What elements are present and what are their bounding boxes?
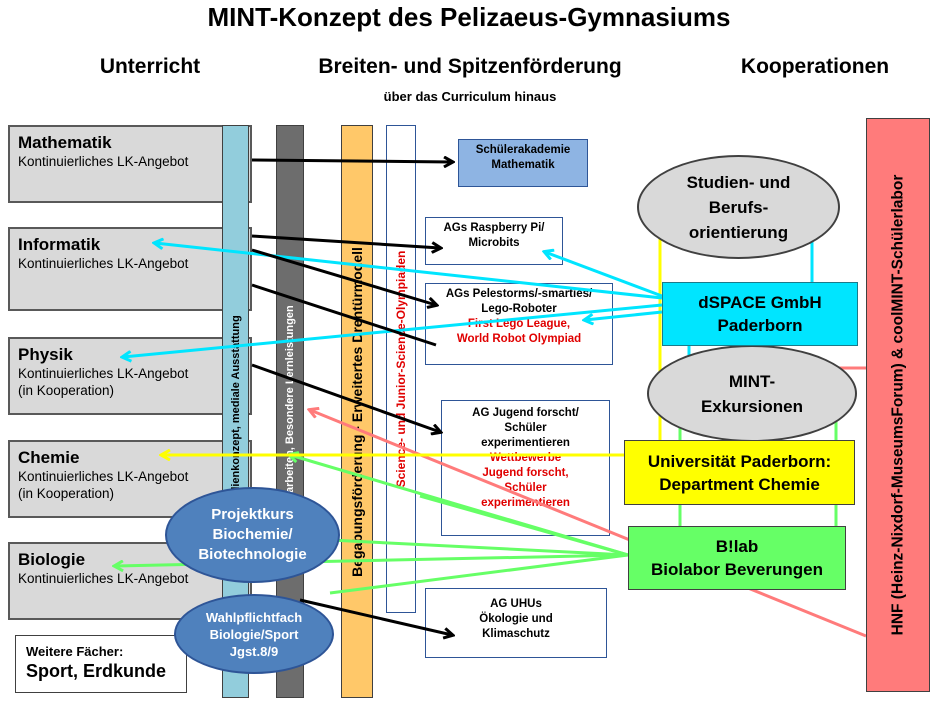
activity-jugend-forscht: AG Jugend forscht/ Schüler experimentier… [441,400,610,536]
page-title: MINT-Konzept des Pelizaeus-Gymnasiums [207,2,731,32]
ellipse-projektkurs: Projektkurs Biochemie/ Biotechnologie [165,487,340,583]
partner-universitaet-paderborn: Universität Paderborn: Department Chemie [624,440,855,505]
subject-name: Physik [18,345,73,364]
activity-line: AGs Pelestorms/-smarties/ [445,288,593,300]
ellipse-wahlpflichtfach: Wahlpflichtfach Biologie/Sport Jgst.8/9 [174,594,334,674]
ellipse-line: Studien- und [686,172,791,192]
ellipse-line: MINT- [728,371,776,391]
subject-desc: Kontinuierliches LK-Angebot [18,571,189,586]
activity-line: Lego-Roboter [481,303,557,315]
bar-olympiaden: Science- und Junior-Science-Olympiaden [386,125,416,613]
ellipse-line: Projektkurs [211,506,294,523]
connector-informatik-pelestorms [251,248,436,305]
subject-desc: Kontinuierliches LK-Angebot [18,154,189,169]
activity-line: AG Jugend forscht/ [472,407,579,419]
connector-dspace-raspberry [545,252,663,298]
ellipse-studien-berufsorientierung: Studien- und Berufs- orientierung [637,155,840,259]
column-header-kooperationen: Kooperationen [740,55,890,78]
partner-line: Department Chemie [659,474,820,494]
subject-name: Biologie [18,550,86,569]
activity-line: Schüler [504,422,547,434]
ellipse-line: Jgst.8/9 [229,643,279,659]
subject-physik: Physik Kontinuierliches LK-Angebot (in K… [8,337,252,415]
weitere-faecher-label: Weitere Fächer: [26,644,124,659]
partner-line: Biolabor Beverungen [651,560,823,579]
activity-line: Schüler [504,482,547,494]
ellipse-line: Wahlpflichtfach [205,609,303,625]
ellipse-line: Berufs- [708,197,769,217]
subject-name: Chemie [18,448,80,467]
bar-begabungsfoerderung: Begabungsförderung - Erweitertes Drehtür… [341,125,373,698]
partner-dspace: dSPACE GmbH Paderborn [662,282,858,346]
partner-line: dSPACE GmbH [698,293,822,312]
activity-line: Klimaschutz [482,628,550,640]
connector-blab-projektkurs [329,538,629,557]
weitere-faecher-box: Weitere Fächer: Sport, Erdkunde [15,635,187,693]
ellipse-line: Biologie/Sport [209,626,299,642]
ellipse-line: Biotechnologie [198,546,307,563]
activity-raspberry: AGs Raspberry Pi/ Microbits [425,217,563,265]
activity-line: experimentieren [481,437,570,449]
ellipse-line: orientierung [688,222,789,242]
subject-name: Informatik [18,235,101,254]
subject-name: Mathematik [18,133,112,152]
activity-schuelerakademie: Schülerakademie Mathematik [458,139,588,187]
connector-physik-jugend [251,363,440,432]
ellipse-line: Exkursionen [700,396,804,416]
column-header-foerderung: Breiten- und Spitzenförderung [318,55,622,78]
subject-informatik: Informatik Kontinuierliches LK-Angebot [8,227,252,311]
connector-informatik-raspberry [251,234,440,248]
activity-line: Ökologie und [479,613,553,625]
subject-desc: Kontinuierliches LK-Angebot [18,366,189,381]
subject-desc-extra: (in Kooperation) [18,383,115,398]
subject-mathematik: Mathematik Kontinuierliches LK-Angebot [8,125,252,203]
ellipse-line: Biochemie/ [212,526,293,543]
activity-line: Schülerakademie [475,144,571,156]
connector-mathematik-akademie [251,160,452,162]
activity-line: Mathematik [491,159,555,171]
connector-dspace-pelestorms [585,310,663,320]
subject-desc: Kontinuierliches LK-Angebot [18,256,189,271]
activity-line: AGs Raspberry Pi/ [443,222,545,234]
connector-blab-wahlpflicht [329,553,629,595]
activity-uhus: AG UHUs Ökologie und Klimaschutz [425,588,607,658]
connector-blab-jugend [419,494,629,557]
ellipse-mint-exkursionen: MINT- Exkursionen [647,345,857,442]
activity-line: World Robot Olympiad [456,333,582,345]
connector-wahlpflicht-uhus [299,598,452,635]
weitere-faecher-value: Sport, Erdkunde [26,661,167,681]
connector-hnf-facharbeiten [310,410,867,638]
column-header-unterricht: Unterricht [99,55,201,78]
activity-line: Microbits [468,237,520,249]
column-subheader-foerderung: über das Curriculum hinaus [383,89,557,104]
partner-line: B!lab [715,537,759,556]
partner-hnf-label: HNF (Heinz-Nixdorf-MuseumsForum) & coolM… [889,174,907,636]
partner-line: Paderborn [717,316,803,335]
connector-informatik-pelestorms-2 [251,283,437,347]
partner-blab: B!lab Biolabor Beverungen [628,526,846,590]
activity-line: Jugend forscht, [482,467,569,479]
subject-desc: Kontinuierliches LK-Angebot [18,469,189,484]
partner-hnf: HNF (Heinz-Nixdorf-MuseumsForum) & coolM… [866,118,930,692]
partner-line: Universität Paderborn: [647,451,832,471]
subject-desc-extra: (in Kooperation) [18,486,115,501]
connector-dspace-informatik [155,243,663,300]
activity-line: AG UHUs [490,598,542,610]
